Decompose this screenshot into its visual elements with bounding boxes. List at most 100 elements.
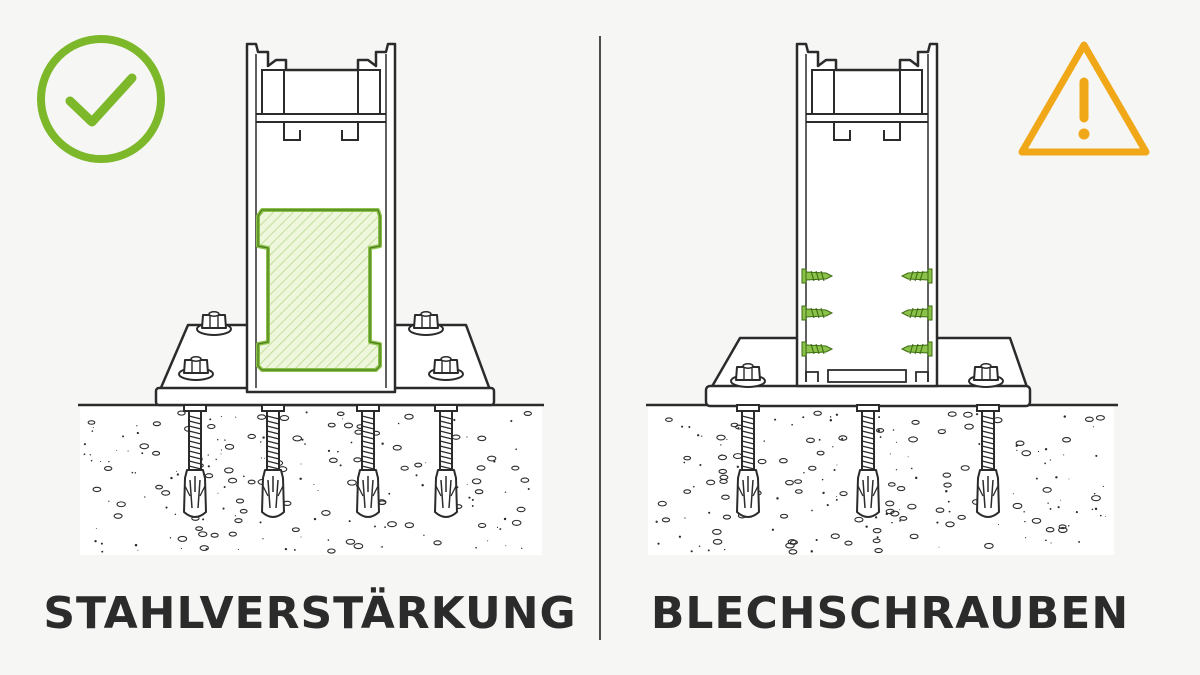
post-profile-right: [795, 42, 939, 388]
aggregate-stone: [103, 465, 113, 472]
aggregate-dot: [736, 465, 740, 468]
aggregate-stone: [116, 501, 126, 508]
aggregate-dot: [899, 519, 901, 522]
aggregate-dot: [1078, 541, 1081, 543]
aggregate-dot: [802, 416, 805, 419]
aggregate-dot: [776, 497, 779, 500]
aggregate-dot: [791, 423, 793, 426]
aggregate-dot: [1016, 449, 1018, 452]
aggregate-dot: [260, 441, 262, 443]
aggregate-dot: [327, 449, 331, 452]
aggregate-stone: [1031, 517, 1042, 524]
aggregate-dot: [165, 506, 168, 509]
aggregate-dot: [209, 418, 212, 421]
aggregate-stone: [155, 484, 164, 490]
aggregate-stone: [657, 500, 667, 507]
aggregate-dot: [94, 540, 97, 543]
aggregate-stone: [780, 513, 789, 519]
aggregate-stone: [712, 538, 723, 545]
aggregate-dot: [169, 537, 172, 539]
aggregate-stone: [1084, 416, 1094, 423]
hex-nut: [428, 356, 464, 381]
aggregate-dot: [471, 498, 474, 501]
aggregate-dot: [737, 427, 740, 429]
aggregate-dot: [774, 418, 777, 421]
aggregate-dot: [521, 547, 523, 549]
aggregate-stone: [327, 422, 336, 428]
aggregate-dot: [803, 471, 805, 474]
aggregate-dot: [836, 464, 838, 466]
aggregate-dot: [348, 520, 351, 523]
aggregate-stone: [414, 462, 423, 468]
aggregate-stone: [228, 531, 237, 537]
warning-triangle-icon: [1018, 41, 1150, 156]
anchor-bolt: [976, 404, 1000, 518]
aggregate-dot: [134, 543, 138, 547]
anchor-bolt: [261, 404, 285, 518]
aggregate-stone: [911, 419, 920, 425]
aggregate-dot: [92, 427, 94, 429]
aggregate-stone: [721, 494, 730, 500]
aggregate-dot: [1035, 477, 1038, 480]
aggregate-stone: [947, 411, 957, 417]
aggregate-dot: [380, 546, 382, 548]
aggregate-dot: [108, 460, 110, 463]
aggregate-dot: [300, 463, 302, 465]
aggregate-dot: [841, 437, 844, 440]
aggregate-dot: [421, 483, 424, 487]
aggregate-stone: [908, 436, 918, 443]
concrete-aggregate-right: [655, 410, 1107, 555]
aggregate-stone: [152, 450, 161, 456]
aggregate-dot: [224, 439, 226, 441]
aggregate-stone: [661, 517, 671, 523]
aggregate-dot: [235, 416, 237, 418]
aggregate-stone: [1057, 527, 1068, 534]
aggregate-dot: [1063, 454, 1065, 456]
left-panel: [37, 35, 544, 555]
aggregate-stone: [816, 450, 825, 456]
aggregate-dot: [688, 425, 691, 429]
aggregate-stone: [665, 417, 673, 422]
aggregate-stone: [345, 538, 356, 545]
aggregate-dot: [910, 467, 913, 470]
aggregate-dot: [220, 453, 222, 455]
aggregate-dot: [975, 413, 979, 416]
aggregate-dot: [678, 535, 682, 538]
aggregate-dot: [818, 438, 821, 441]
aggregate-dot: [499, 528, 502, 530]
anchor-bolts-left: [183, 404, 458, 518]
aggregate-dot: [83, 453, 86, 456]
aggregate-dot: [299, 477, 302, 481]
aggregate-stone: [139, 443, 150, 450]
aggregate-dot: [945, 490, 948, 493]
aggregate-dot: [1044, 448, 1048, 451]
aggregate-dot: [1094, 507, 1098, 511]
aggregate-dot: [889, 453, 891, 455]
aggregate-dot: [493, 460, 496, 463]
sheet-metal-screw: [801, 341, 834, 357]
aggregate-stone: [433, 540, 442, 546]
aggregate-dot: [683, 461, 686, 464]
aggregate-dot: [898, 509, 900, 511]
aggregate-stone: [1091, 495, 1101, 502]
aggregate-stone: [227, 477, 238, 484]
aggregate-stone: [516, 506, 526, 513]
anchor-bolt: [356, 404, 380, 518]
aggregate-stone: [1062, 437, 1071, 443]
aggregate-dot: [284, 547, 288, 551]
aggregate-dot: [91, 430, 94, 432]
aggregate-stone: [234, 518, 243, 524]
aggregate-dot: [217, 492, 219, 494]
aggregate-dot: [1049, 459, 1052, 461]
aggregate-dot: [1050, 542, 1052, 544]
aggregate-stone: [957, 514, 966, 520]
aggregate-stone: [885, 508, 895, 515]
aggregate-dot: [947, 500, 950, 503]
aggregate-stone: [1015, 440, 1025, 447]
aggregate-dot: [216, 438, 219, 441]
aggregate-stone: [235, 498, 245, 504]
checkmark-circle-icon: [37, 35, 165, 163]
aggregate-dot: [136, 431, 139, 435]
aggregate-dot: [701, 435, 703, 437]
aggregate-stone: [195, 526, 204, 531]
